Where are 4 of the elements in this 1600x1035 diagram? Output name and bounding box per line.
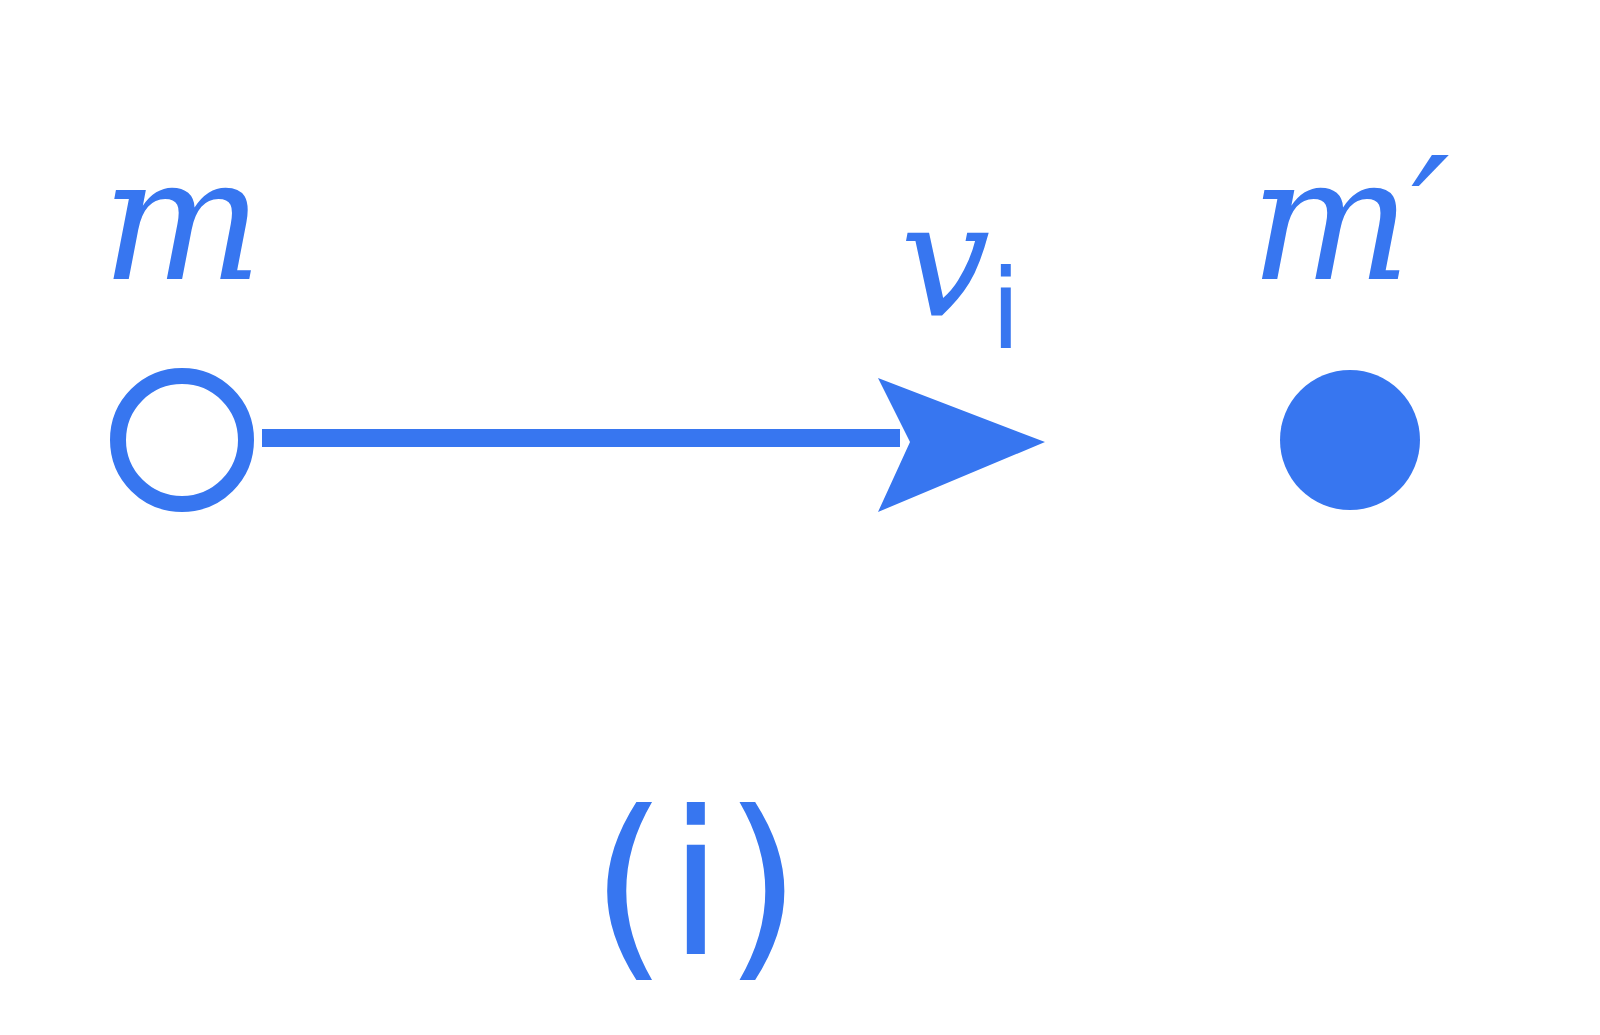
mass-label: m <box>100 120 264 320</box>
mass-label: m′ <box>1250 120 1450 320</box>
figure-caption: (i) <box>590 770 802 1000</box>
velocity-label: v$_{i}$ <box>900 165 1021 376</box>
